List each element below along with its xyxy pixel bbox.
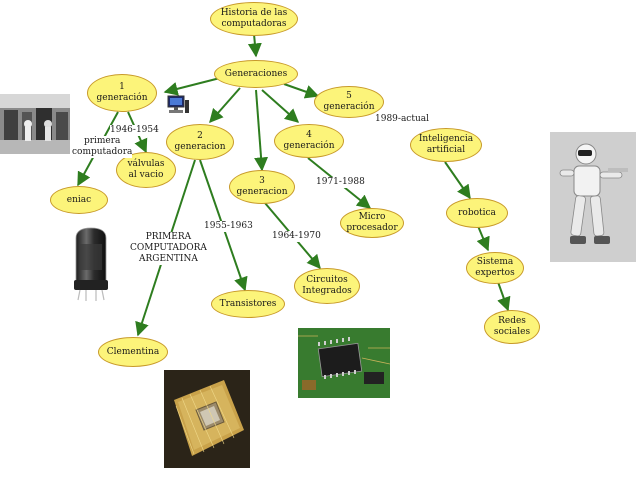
arrow-generaciones-gen5 — [283, 83, 320, 99]
node-redes-sociales: Redes sociales — [484, 310, 540, 344]
label-1946-1954: 1946-1954 — [110, 125, 159, 136]
label-1955-1963: 1955-1963 — [204, 221, 253, 232]
label-primera-computadora: primera computadora — [72, 136, 133, 158]
vacuum-tube-photo — [66, 226, 116, 302]
arrow-generaciones-gen4 — [261, 89, 300, 123]
node-robotica: robotica — [446, 198, 508, 228]
label-1989-actual: 1989-actual — [375, 114, 430, 125]
arrow-historia-generaciones — [247, 33, 262, 58]
label-1971-1988: 1971-1988 — [316, 177, 365, 188]
node-4-generacion: 4 generación — [274, 124, 344, 158]
node-historia-de-las-computadoras: Historia de las computadoras — [210, 2, 298, 36]
node-inteligencia-artificial: Inteligencia artificial — [410, 128, 482, 162]
humanoid-robot-photo — [550, 132, 636, 262]
arrow-ia-robotica — [444, 161, 471, 200]
node-transistores: Transistores — [211, 290, 285, 318]
node-2-generacion: 2 generacion — [166, 124, 234, 160]
arrow-generaciones-gen2 — [209, 87, 241, 124]
node-3-generacion: 3 generacion — [229, 170, 295, 204]
arrow-robotica-sistema — [476, 225, 490, 252]
microprocessor-chip-photo — [164, 370, 250, 468]
desktop-computer-icon — [166, 92, 190, 116]
node-circuitos-integrados: Circuitos Integrados — [294, 268, 360, 304]
label-primera-computadora-argentina: PRIMERA COMPUTADORA ARGENTINA — [130, 232, 207, 265]
label-1964-1970: 1964-1970 — [272, 231, 321, 242]
node-eniac: eniac — [50, 186, 108, 214]
node-clementina: Clementina — [98, 337, 168, 367]
node-sistema-expertos: Sistema expertos — [466, 252, 524, 284]
arrow-generaciones-gen1 — [163, 77, 221, 96]
node-valvulas-al-vacio: válvulas al vacio — [116, 152, 176, 188]
eniac-room-photo — [0, 94, 70, 154]
arrow-sistema-redes — [497, 281, 511, 312]
node-5-generacion: 5 generación — [314, 86, 384, 118]
node-generaciones: Generaciones — [214, 60, 298, 88]
node-1-generacion: 1 generación — [87, 74, 157, 112]
node-micro-procesador: Micro procesador — [340, 208, 404, 238]
arrow-generaciones-gen3 — [254, 89, 269, 172]
circuit-board-photo — [298, 328, 391, 398]
